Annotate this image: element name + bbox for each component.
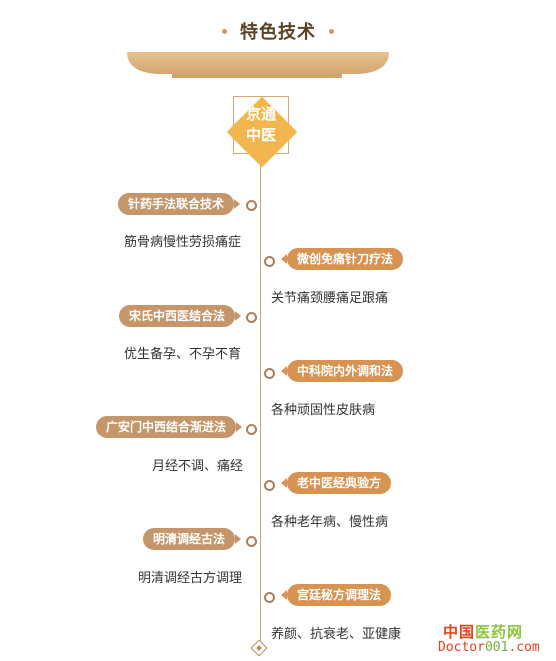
timeline-node-3 [246,312,257,323]
technique-desc-1: 筋骨病慢性劳损痛症 [124,235,242,250]
technique-pill-3[interactable]: 宋氏中西医结合法 [119,305,242,327]
technique-pill-4[interactable]: 中科院内外调和法 [280,360,404,382]
technique-desc-2: 关节痛颈腰痛足跟痛 [271,291,389,306]
watermark-cn: 中国医药网 [443,621,523,642]
center-badge: 京通 中医 [222,104,300,146]
technique-desc-7: 明清调经古方调理 [138,571,243,586]
technique-desc-6: 各种老年病、慢性病 [271,515,389,530]
badge-line1: 京通 [245,105,276,123]
badge-line2: 中医 [245,126,276,144]
technique-desc-4: 各种顽固性皮肤病 [271,403,376,418]
section-title: 特色技术 [240,22,316,43]
timeline-node-6 [264,480,275,491]
technique-pill-5[interactable]: 广安门中西结合渐进法 [96,416,243,438]
technique-desc-5: 月经不调、痛经 [152,459,244,474]
technique-pill-1[interactable]: 针药手法联合技术 [118,193,241,215]
watermark-en-green: 001 [484,640,509,655]
section-header: 特色技术 [0,18,556,44]
timeline-node-8 [264,592,275,603]
technique-pill-2[interactable]: 微创免痛针刀疗法 [280,248,404,270]
timeline-node-1 [246,200,257,211]
title-dot-right [329,29,335,34]
watermark-en: Doctor001.com [438,640,540,655]
title-banner [127,52,389,78]
timeline-axis [260,166,261,644]
technique-pill-8[interactable]: 宫廷秘方调理法 [280,584,392,606]
watermark-cn-green: 医药网 [475,623,524,641]
watermark-en-red: Doctor [438,640,485,655]
timeline-end-marker [250,639,268,657]
timeline-node-2 [264,256,275,267]
technique-pill-7[interactable]: 明清调经古法 [143,528,242,550]
timeline-node-5 [246,424,257,435]
technique-pill-6[interactable]: 老中医经典验方 [280,472,392,494]
title-dot-left [221,29,227,34]
timeline-node-4 [264,368,275,379]
technique-desc-3: 优生备孕、不孕不育 [124,347,242,362]
watermark-cn-red: 中国 [443,623,476,641]
watermark-en-tail: .com [508,640,540,655]
technique-desc-8: 养颜、抗衰老、亚健康 [271,627,402,642]
timeline-node-7 [246,536,257,547]
